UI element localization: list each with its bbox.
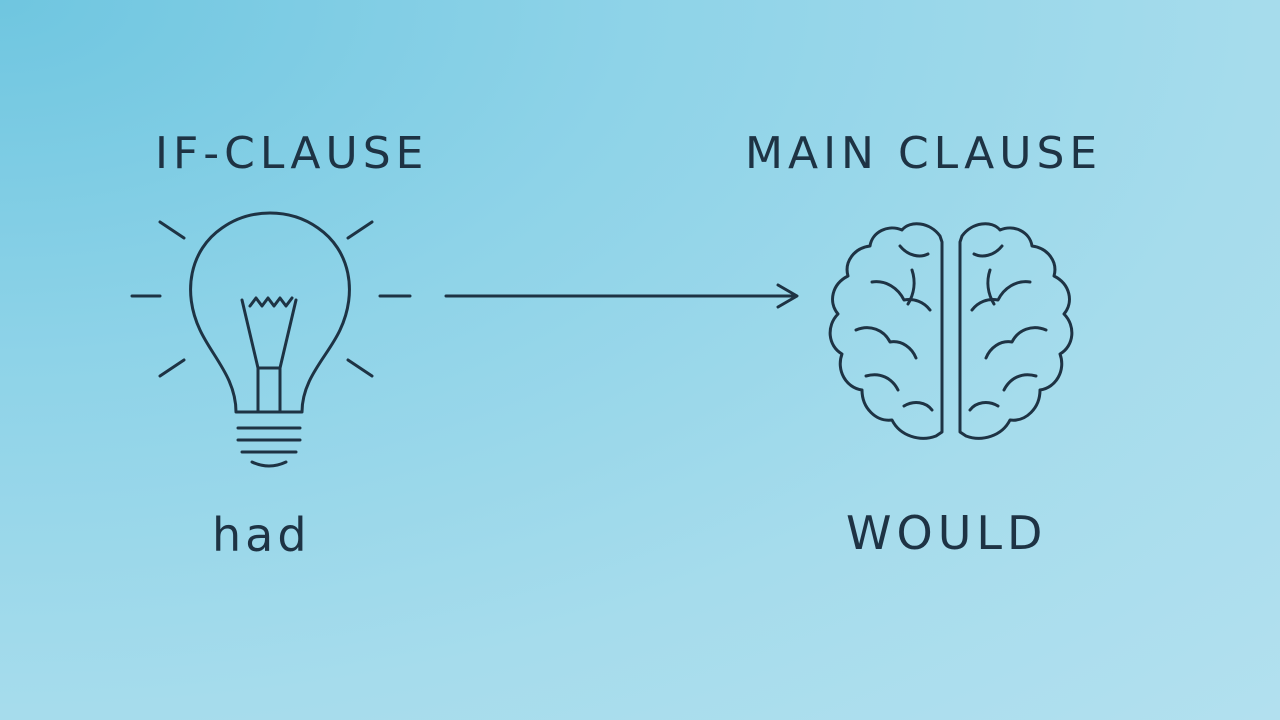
main-clause-heading: MAIN CLAUSE: [745, 128, 1103, 179]
had-caption: had: [212, 508, 311, 562]
bulb-filament: [240, 296, 298, 414]
brain-left-hemisphere: [828, 222, 944, 440]
lightbulb-icon: [130, 211, 412, 468]
brain-right-hemisphere: [958, 222, 1074, 440]
light-rays: [130, 220, 412, 378]
arrow-right-icon: [444, 283, 799, 309]
if-clause-heading: IF-CLAUSE: [155, 128, 429, 179]
bulb-base: [236, 426, 302, 468]
would-caption: WOULD: [846, 506, 1048, 560]
bulb-glass: [189, 211, 351, 414]
brain-icon: [828, 222, 1074, 440]
brain-folds: [854, 244, 1048, 412]
